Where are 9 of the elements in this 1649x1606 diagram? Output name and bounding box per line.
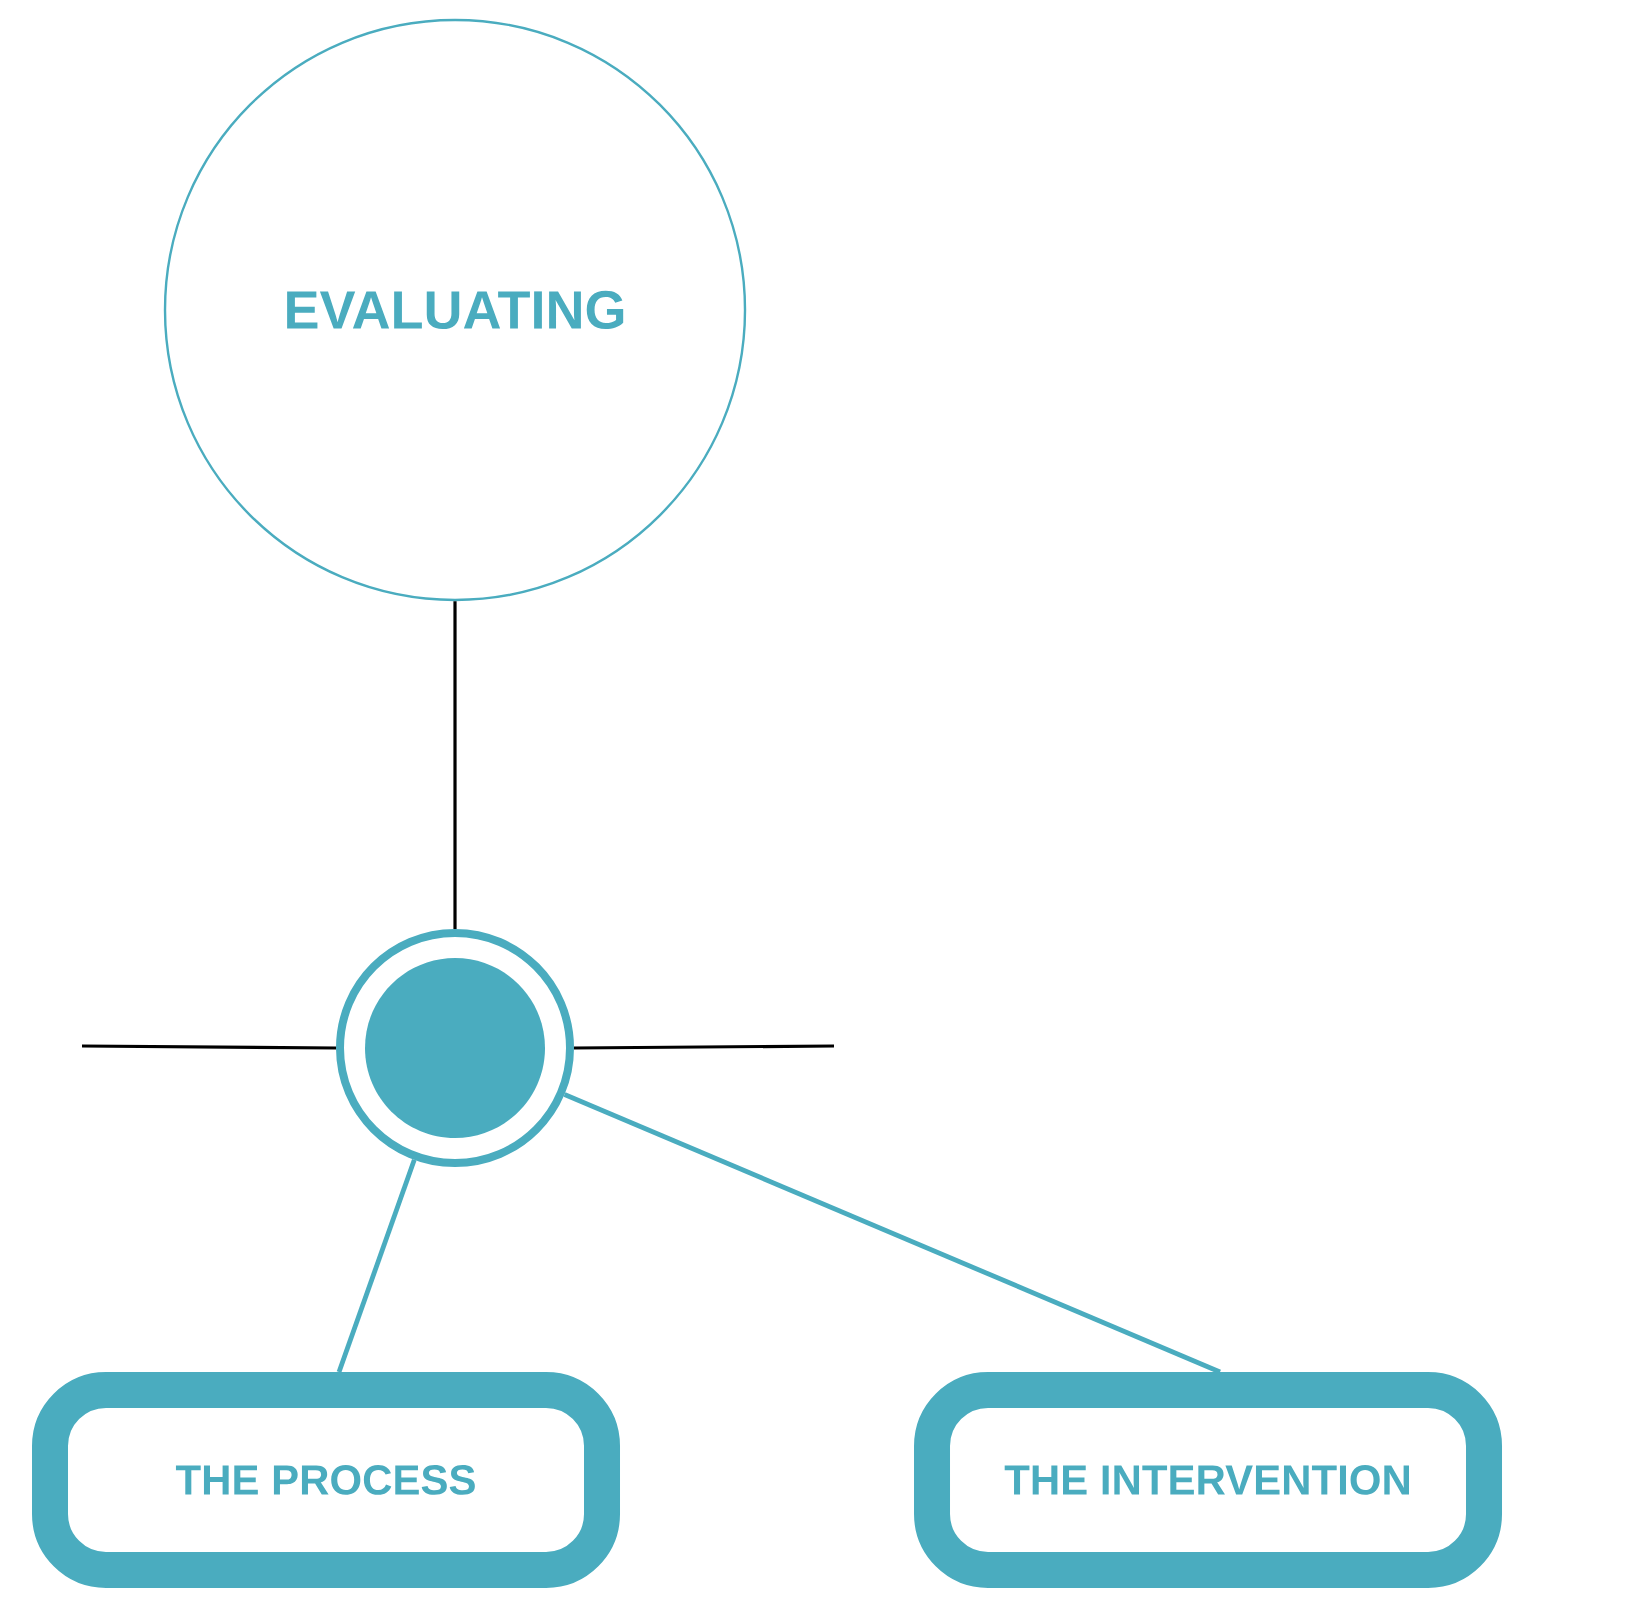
connector-line: [336, 1159, 417, 1373]
circle-node: EVALUATING: [163, 18, 747, 602]
connector-line: [82, 1044, 337, 1050]
connector-line: [563, 1092, 1221, 1375]
connector-line: [574, 1044, 835, 1050]
junction-circle: [336, 929, 574, 1167]
rounded-box: THE PROCESS: [32, 1372, 620, 1588]
rounded-box: THE INTERVENTION: [914, 1372, 1502, 1588]
connector-line: [453, 601, 457, 929]
